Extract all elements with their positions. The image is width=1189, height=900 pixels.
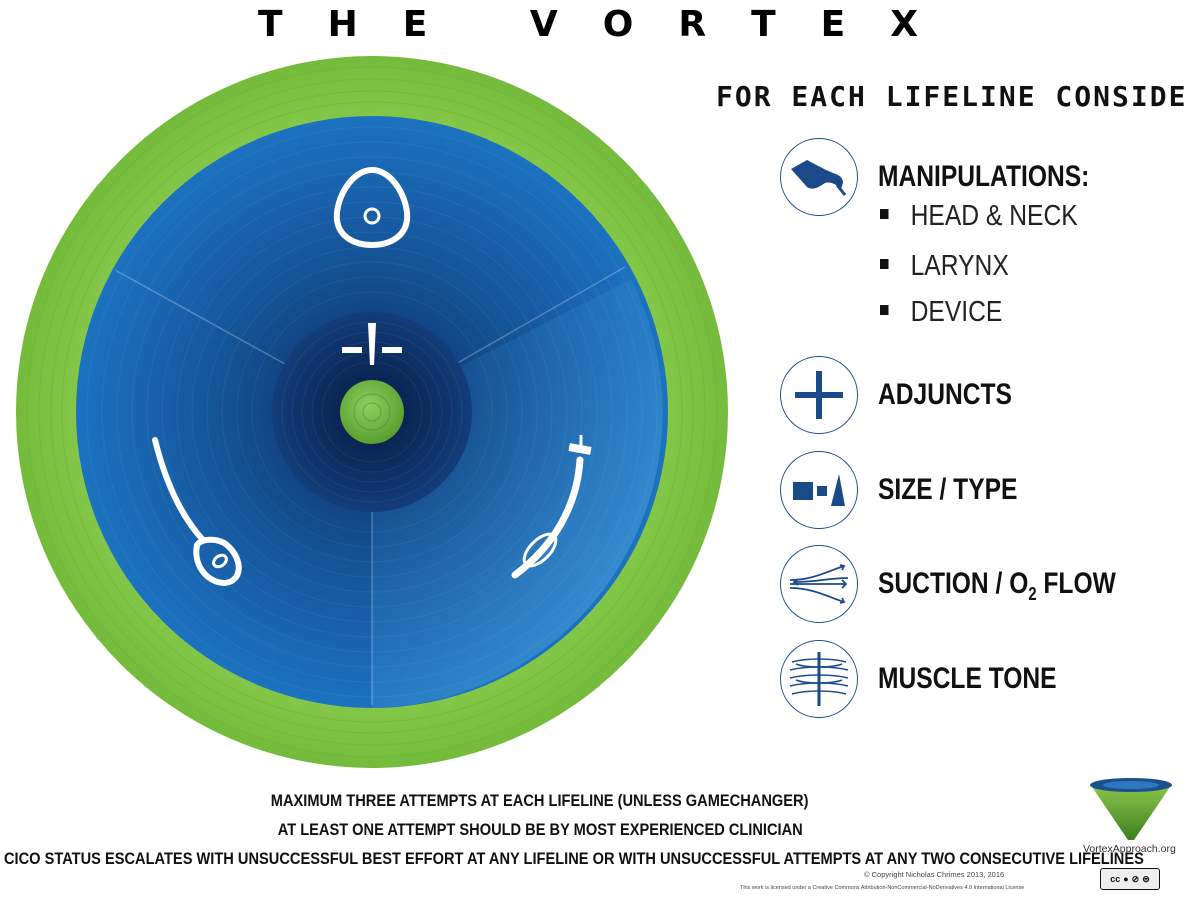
supraglottic-airway-icon [152, 437, 242, 587]
adjuncts-label: ADJUNCTS [878, 378, 1012, 411]
site-link[interactable]: VortexApproach.org [1083, 843, 1176, 855]
vortex-logo-icon [1086, 776, 1176, 846]
muscle-fibers-icon [780, 640, 858, 718]
bullet-icon [880, 259, 889, 270]
cc-nd-icon: ⊜ [1142, 873, 1150, 884]
endotracheal-tube-icon [511, 435, 592, 579]
title-letter-space [472, 4, 485, 45]
title-letter: T [258, 4, 283, 45]
green-rings [26, 66, 718, 758]
face-mask-icon [333, 166, 411, 249]
title-letter: R [678, 4, 707, 45]
title-letter: H [327, 4, 358, 45]
shapes-icon [780, 451, 858, 529]
title-letter: E [402, 4, 428, 45]
title-letter: T [751, 4, 776, 45]
bullet-icon [880, 305, 889, 316]
cc-license-badge[interactable]: cc●⊘⊜ [1100, 868, 1160, 890]
title-letter: X [890, 4, 918, 45]
lifeline-heading: FOR EACH LIFELINE CONSIDER: [716, 80, 1189, 113]
plus-icon [780, 356, 858, 434]
subitem-device: DEVICE [880, 296, 1002, 329]
title-letter: E [820, 4, 846, 45]
green-center [340, 380, 404, 444]
bullet-icon [880, 209, 889, 220]
hand-icon [780, 138, 858, 216]
page-title: T H E V O R T E X [258, 4, 918, 45]
title-letter: O [602, 4, 634, 45]
title-letter: V [529, 4, 558, 45]
license-text: This work is licensed under a Creative C… [740, 885, 1025, 891]
note-max-attempts: MAXIMUM THREE ATTEMPTS AT EACH LIFELINE … [271, 791, 809, 810]
copyright-text: © Copyright Nicholas Chrimes 2013, 2016 [864, 870, 1005, 879]
note-experienced-clinician: AT LEAST ONE ATTEMPT SHOULD BE BY MOST E… [277, 820, 803, 839]
note-cico-status: CICO STATUS ESCALATES WITH UNSUCCESSFUL … [4, 849, 1144, 868]
subitem-larynx: LARYNX [880, 250, 1009, 283]
flow-arrows-icon [780, 545, 858, 623]
subitem-head-neck: HEAD & NECK [880, 200, 1078, 233]
muscle-tone-label: MUSCLE TONE [878, 662, 1057, 695]
size-type-label: SIZE / TYPE [878, 473, 1018, 506]
suction-flow-label: SUCTION / O2 FLOW [878, 567, 1116, 604]
vortex-svg [16, 56, 728, 768]
scalpel-icon [342, 323, 402, 365]
cc-by-icon: ● [1123, 874, 1129, 884]
manipulations-label: MANIPULATIONS: [878, 160, 1090, 193]
cc-nc-icon: ⊘ [1131, 873, 1140, 884]
vortex-diagram [15, 55, 730, 770]
